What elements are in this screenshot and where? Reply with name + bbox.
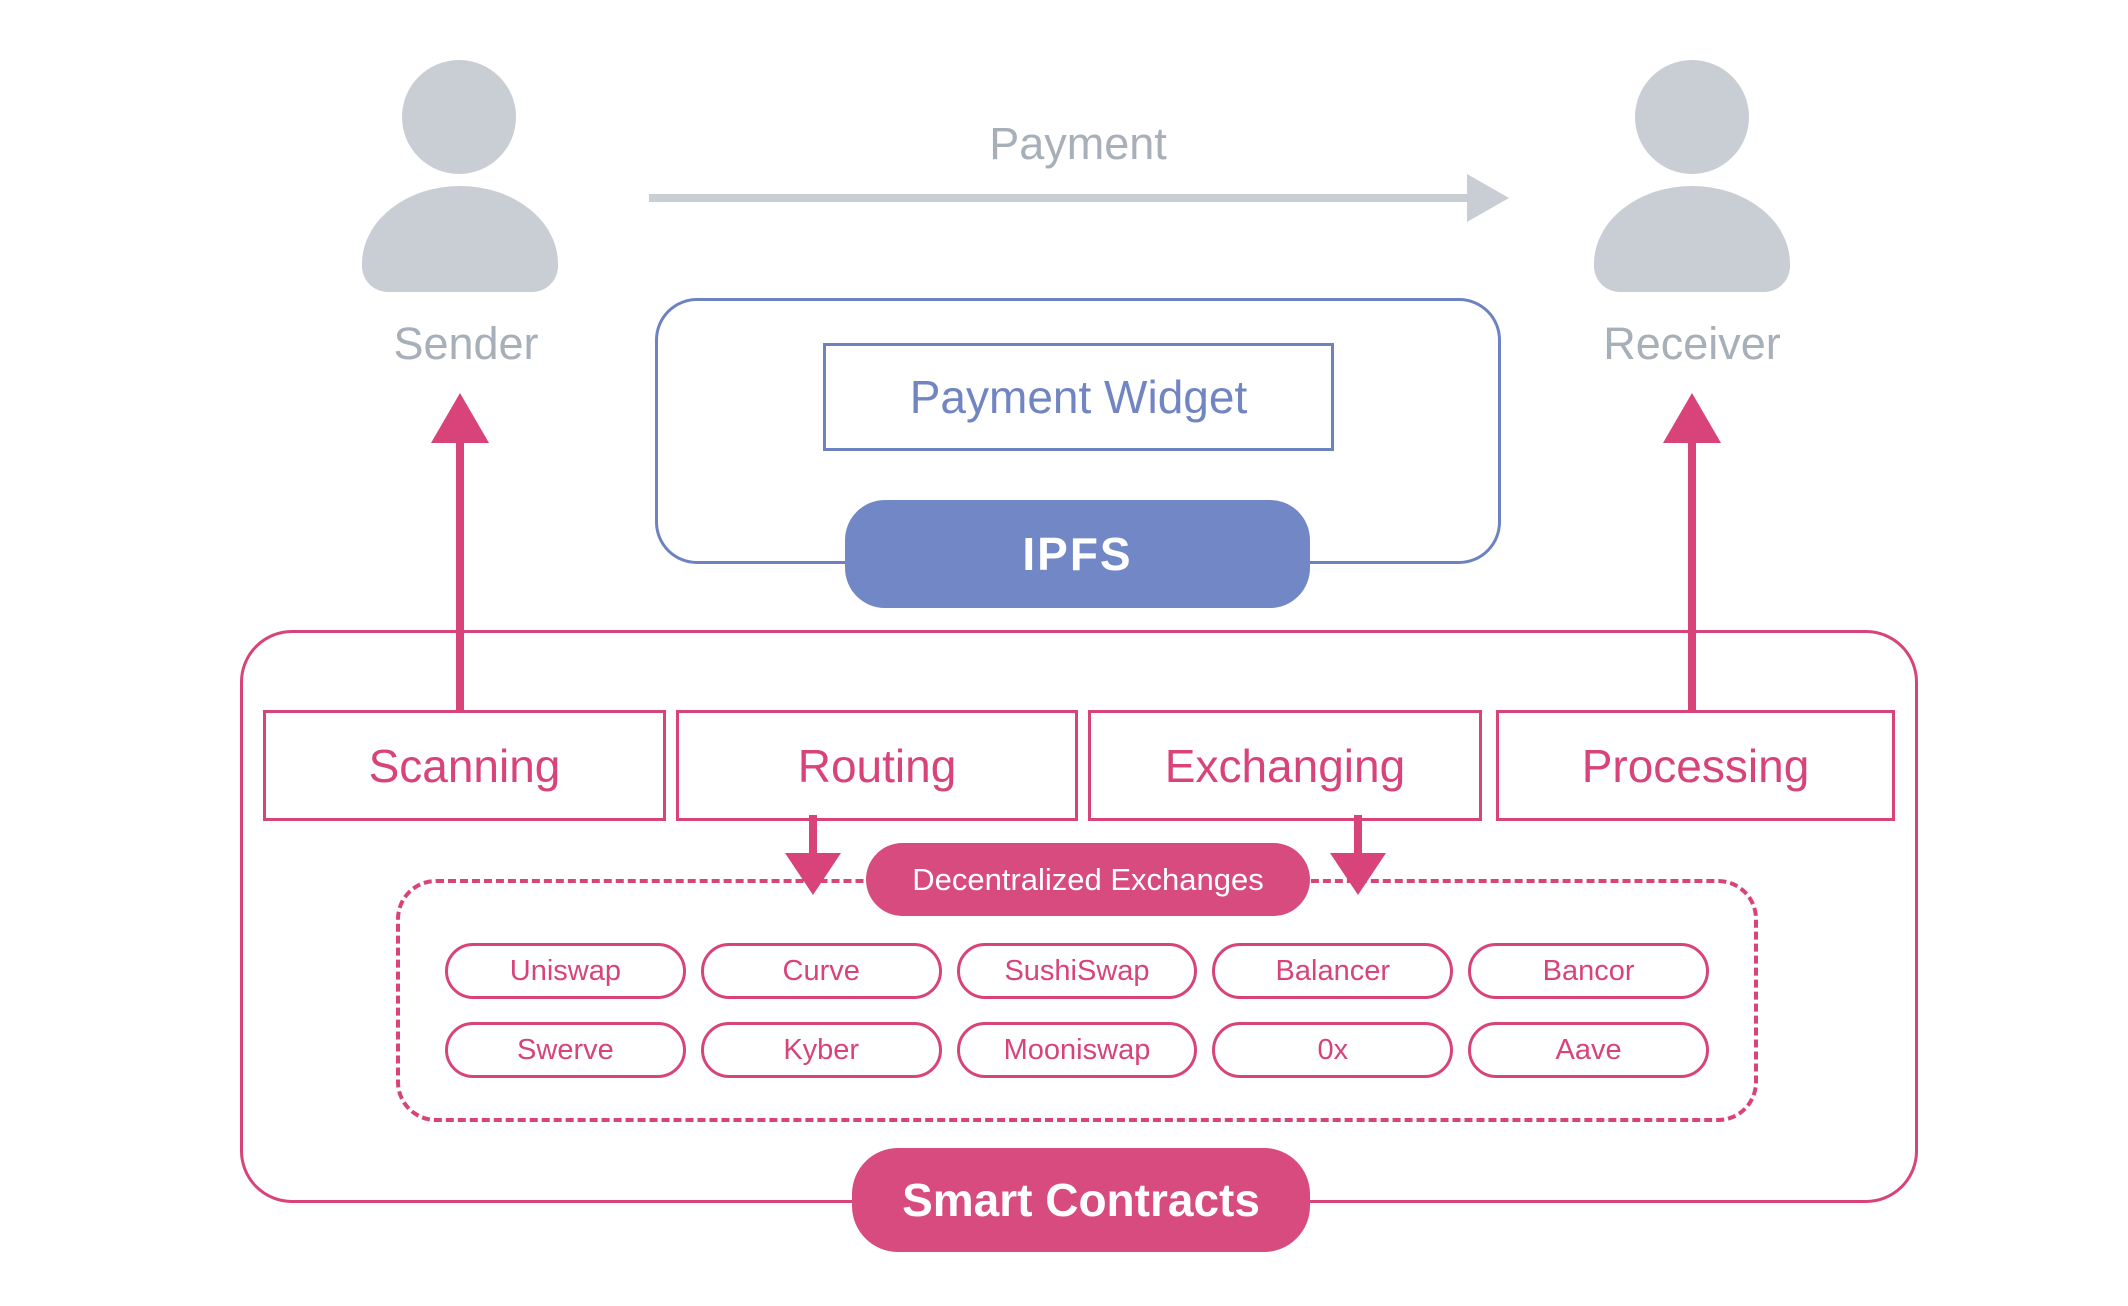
payment-widget-box: Payment Widget [823,343,1334,451]
routing-to-dex-arrow-shaft [809,815,817,855]
dex-pill-grid: Uniswap Curve SushiSwap Balancer Bancor … [396,879,1758,1122]
payment-arrow-head [1467,174,1509,222]
payment-arrow-shaft [649,194,1469,202]
dex-pill-uniswap: Uniswap [445,943,686,999]
sender-label: Sender [393,318,539,369]
processing-box: Processing [1496,710,1895,821]
scanning-to-sender-arrow-shaft [456,440,464,712]
processing-to-receiver-arrow-head [1663,393,1721,443]
dex-pill-mooniswap: Mooniswap [956,1022,1198,1078]
dex-pill-swerve: Swerve [445,1022,686,1078]
exchanging-label: Exchanging [1164,739,1406,792]
ipfs-label: IPFS [1022,528,1133,580]
dex-pill-curve: Curve [700,943,942,999]
dex-pill-balancer: Balancer [1212,943,1454,999]
exchanging-to-dex-arrow-shaft [1354,815,1362,855]
dex-row-2: Swerve Kyber Mooniswap 0x Aave [445,1022,1709,1078]
routing-label: Routing [797,739,957,792]
dex-pill-0x: 0x [1212,1022,1454,1078]
dex-pill-kyber: Kyber [700,1022,942,1078]
scanning-box: Scanning [263,710,666,821]
smart-contracts-pill: Smart Contracts [852,1148,1310,1252]
scanning-label: Scanning [368,739,561,792]
decentralized-exchanges-badge: Decentralized Exchanges [866,843,1310,916]
dex-pill-bancor: Bancor [1468,943,1709,999]
ipfs-pill: IPFS [845,500,1310,608]
person-head-icon [402,60,516,174]
routing-to-dex-arrow-head [785,853,841,895]
dex-pill-sushiswap: SushiSwap [956,943,1198,999]
payment-widget-label: Payment Widget [909,371,1248,423]
dex-row-1: Uniswap Curve SushiSwap Balancer Bancor [445,943,1709,999]
scanning-to-sender-arrow-head [431,393,489,443]
person-body-icon [362,186,558,292]
processing-label: Processing [1581,739,1810,792]
exchanging-box: Exchanging [1088,710,1482,821]
payment-label: Payment [989,118,1167,169]
dex-pill-aave: Aave [1468,1022,1709,1078]
person-head-icon [1635,60,1749,174]
decentralized-exchanges-label: Decentralized Exchanges [912,861,1264,897]
receiver-label: Receiver [1603,318,1781,369]
processing-to-receiver-arrow-shaft [1688,440,1696,712]
routing-box: Routing [676,710,1078,821]
smart-contracts-label: Smart Contracts [902,1174,1260,1226]
exchanging-to-dex-arrow-head [1330,853,1386,895]
person-body-icon [1594,186,1790,292]
